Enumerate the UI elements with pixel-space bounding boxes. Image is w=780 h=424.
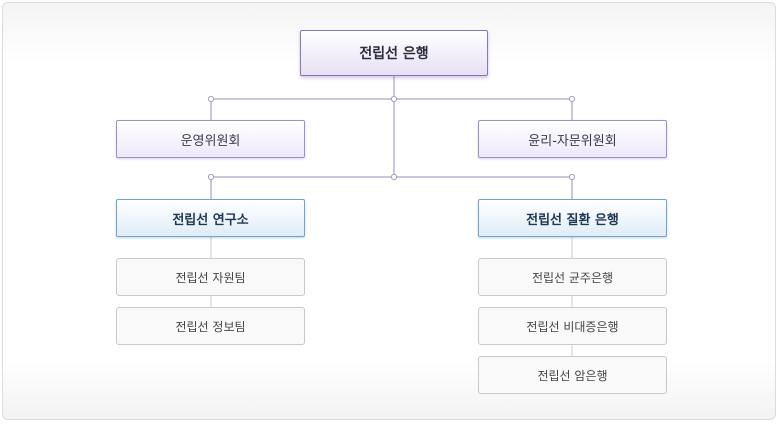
connector-node bbox=[568, 95, 576, 103]
unit-disease-bank: 전립선 질환 은행 bbox=[478, 199, 667, 237]
connector-node bbox=[390, 173, 398, 181]
root-node: 전립선 은행 bbox=[300, 30, 488, 76]
connector-node bbox=[207, 173, 215, 181]
committee-operations: 운영위원회 bbox=[116, 120, 305, 158]
committee-ethics-advisory: 윤리-자문위원회 bbox=[478, 120, 667, 158]
team-cancer-bank: 전립선 암은행 bbox=[478, 356, 667, 394]
connector-node bbox=[390, 95, 398, 103]
unit-research-institute: 전립선 연구소 bbox=[116, 199, 305, 237]
team-information: 전립선 정보팀 bbox=[116, 307, 305, 345]
team-strain-bank: 전립선 균주은행 bbox=[478, 258, 667, 296]
team-resource: 전립선 자원팀 bbox=[116, 258, 305, 296]
connector-node bbox=[568, 173, 576, 181]
team-hyperplasia-bank: 전립선 비대증은행 bbox=[478, 307, 667, 345]
connector-node bbox=[207, 95, 215, 103]
